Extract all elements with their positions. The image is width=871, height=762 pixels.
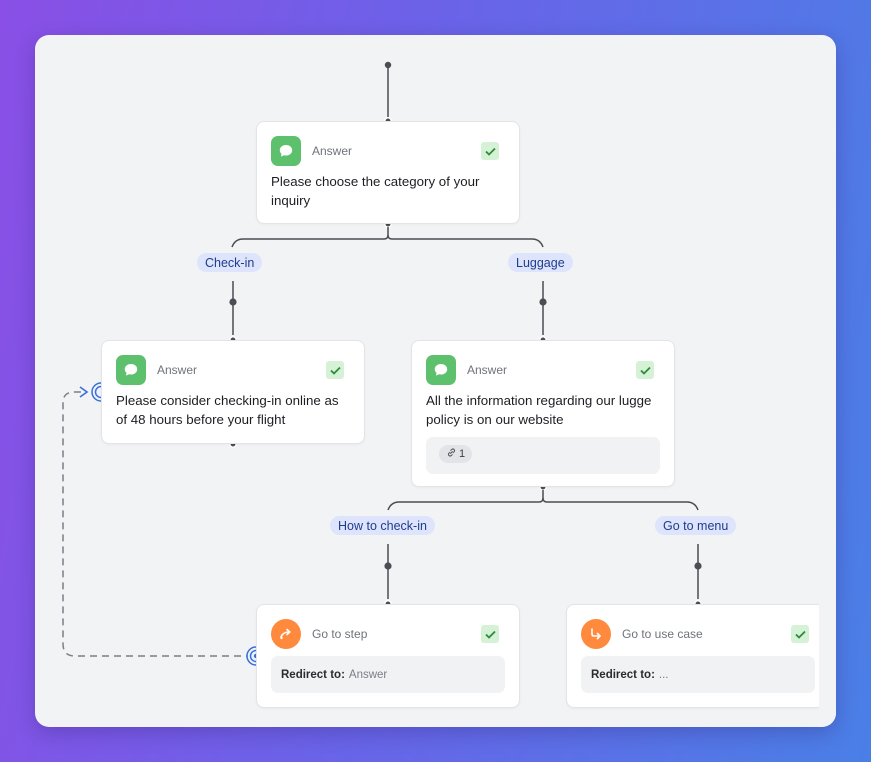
flow-connectors	[62, 61, 702, 666]
branch-label-go-to-menu[interactable]: Go to menu	[655, 516, 737, 535]
chat-bubble-icon	[116, 355, 146, 385]
redirect-field[interactable]: Redirect to: ...	[581, 656, 815, 693]
answer-node-checkin[interactable]: Answer Please consider checking-in onlin…	[101, 340, 365, 444]
answer-node-luggage[interactable]: Answer All the information regarding our…	[411, 340, 675, 487]
redirect-field[interactable]: Redirect to: Answer	[271, 656, 505, 693]
node-type-label: Answer	[157, 363, 198, 377]
link-count: 1	[459, 448, 466, 460]
node-message: All the information regarding our lugge …	[426, 393, 652, 427]
redirect-label: Redirect to:	[591, 668, 655, 681]
redirect-value: ...	[658, 668, 669, 681]
redirect-arrow-icon	[271, 619, 301, 649]
canvas-right-fade	[819, 595, 836, 727]
node-type-label: Go to use case	[622, 627, 703, 641]
flow-canvas: Answer Please choose the category of you…	[35, 35, 836, 727]
answer-node-root[interactable]: Answer Please choose the category of you…	[256, 121, 520, 224]
check-icon[interactable]	[481, 142, 499, 160]
node-type-label: Answer	[312, 144, 353, 158]
node-message: Please consider checking-in online as of…	[116, 393, 339, 427]
check-icon[interactable]	[636, 361, 654, 379]
node-type-label: Go to step	[312, 627, 368, 641]
goto-usecase-node[interactable]: Go to use case Redirect to: ...	[566, 604, 830, 708]
attachments-box: 1	[426, 437, 660, 474]
branch-label-how-to-checkin[interactable]: How to check-in	[330, 516, 435, 535]
chat-bubble-icon	[271, 136, 301, 166]
link-icon	[446, 447, 457, 461]
node-message: Please choose the category of your inqui…	[271, 174, 480, 208]
redirect-value: Answer	[348, 668, 388, 681]
branch-label-checkin[interactable]: Check-in	[197, 253, 263, 272]
return-arrow-icon	[581, 619, 611, 649]
redirect-label: Redirect to:	[281, 668, 345, 681]
check-icon[interactable]	[791, 625, 809, 643]
chat-bubble-icon	[426, 355, 456, 385]
check-icon[interactable]	[326, 361, 344, 379]
goto-step-node[interactable]: Go to step Redirect to: Answer	[256, 604, 520, 708]
branch-label-luggage[interactable]: Luggage	[508, 253, 573, 272]
check-icon[interactable]	[481, 625, 499, 643]
link-count-chip[interactable]: 1	[439, 445, 473, 463]
node-type-label: Answer	[467, 363, 508, 377]
